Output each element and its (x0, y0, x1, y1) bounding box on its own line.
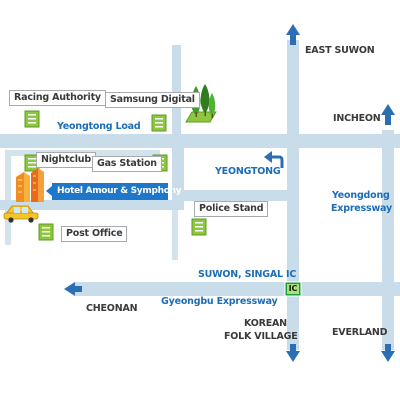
road-label-yeongdong-2: Expressway (331, 203, 392, 214)
place-east-suwon: EAST SUWON (305, 45, 375, 56)
label-samsung-digital: Samsung Digital (105, 92, 200, 108)
road-hotel (0, 200, 181, 210)
road-label-gyeongbu: Gyeongbu Expressway (161, 296, 278, 307)
direction-arrow-icon (64, 282, 82, 296)
direction-arrow-icon (381, 344, 395, 362)
direction-arrows (64, 24, 395, 362)
road-east-suwon (287, 40, 299, 350)
road-network (0, 40, 400, 350)
building-icon (38, 223, 54, 241)
building-icon (191, 218, 207, 236)
road-connector (172, 148, 184, 210)
frame-road-left (5, 150, 11, 245)
direction-arrow-icon (286, 344, 300, 362)
road-label-yeongdong-1: Yeongdong (332, 190, 390, 201)
building-icon (151, 114, 167, 132)
road-label-yeongtong-load: Yeongtong Load (57, 121, 141, 132)
taxi-icon (3, 205, 39, 223)
direction-arrow-icon (381, 104, 395, 125)
hotel-name: Hotel Amour & Symphony (57, 186, 182, 196)
road-yeongdong-expressway (382, 130, 394, 350)
label-gas-station: Gas Station (92, 156, 162, 172)
place-incheon: INCHEON (333, 113, 381, 124)
road-gyeongbu-expressway (75, 282, 400, 296)
label-nightclub: Nightclub (36, 152, 96, 168)
place-korean-1: KOREAN (244, 318, 287, 329)
road-yeongtong (0, 134, 400, 148)
place-suwon-singal-ic: SUWON, SINGAL IC (198, 269, 297, 280)
road-police-stand (181, 190, 293, 201)
label-post-office: Post Office (61, 226, 128, 242)
hotel-label-bar (52, 183, 168, 200)
label-racing-authority: Racing Authority (9, 90, 106, 106)
ic-badge-inner (287, 284, 299, 294)
direction-arrow-icon (286, 24, 300, 45)
road-north-stub (172, 45, 181, 135)
frame-road-stub (172, 210, 178, 260)
place-cheonan: CHEONAN (86, 303, 138, 314)
place-korean-2: FOLK VILLAGE (224, 331, 298, 342)
ic-badge-text: IC (288, 284, 298, 293)
road-label-yeongtong: YEONGTONG (215, 166, 281, 177)
hotel-icon (16, 168, 44, 202)
building-icon (24, 110, 40, 128)
turn-arrow-icon (264, 151, 284, 168)
label-police-stand: Police Stand (194, 201, 269, 217)
place-everland: EVERLAND (332, 327, 388, 338)
hotel-label-pointer (46, 186, 52, 196)
